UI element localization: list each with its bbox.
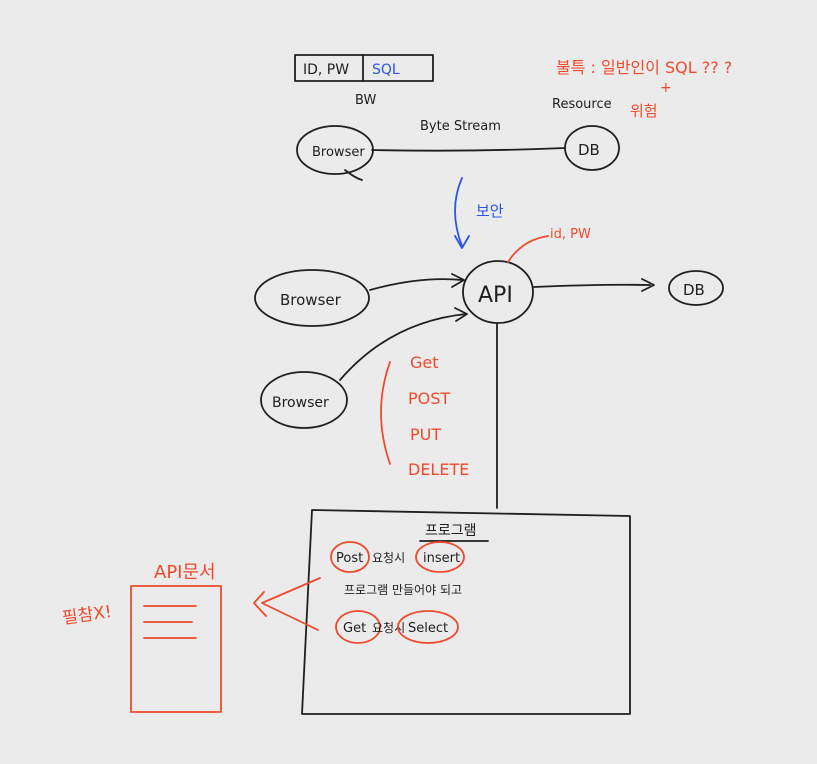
method-delete: DELETE [408, 460, 469, 479]
top-db-node [564, 125, 620, 171]
select-circle [397, 610, 459, 644]
program-title: 프로그램 [425, 523, 477, 539]
select-label: Select [408, 621, 448, 636]
doc-arrowhead [253, 591, 267, 617]
browser1-label: Browser [280, 291, 342, 309]
insert-circle [415, 541, 465, 573]
api-doc-side-note: 필참X! [61, 602, 113, 629]
byte-stream-label: Byte Stream [420, 119, 501, 134]
browser1-node [254, 269, 370, 327]
form-box: ID, PW SQL [294, 54, 434, 82]
method-put: PUT [410, 425, 441, 444]
method-post: POST [408, 389, 450, 408]
browser1-to-api-arrow [369, 278, 463, 291]
note-line1: 불특 : 일반인이 SQL ?? ? [556, 58, 732, 77]
security-arrow [454, 177, 463, 247]
api-to-db-arrow [533, 283, 651, 288]
security-arrowhead [454, 235, 470, 249]
browser1-arrowhead [451, 273, 465, 288]
doc-arrow-lines [261, 577, 321, 631]
api-to-db-arrowhead [641, 278, 655, 292]
browser2-node [260, 371, 348, 429]
mid-db-node [668, 270, 724, 306]
security-label: 보안 [476, 202, 504, 220]
program-box [301, 509, 631, 715]
id-pw-pointer [507, 235, 549, 263]
api-doc-page [130, 585, 222, 713]
form-sql: SQL [372, 62, 400, 78]
top-browser-tail [344, 169, 363, 181]
insert-label: insert [423, 551, 460, 566]
post-label: Post [336, 551, 363, 566]
post-request-label: 요청시 [372, 551, 405, 565]
methods-bracket [380, 361, 391, 465]
browser2-to-api-arrow [339, 313, 467, 381]
bw-label: BW [355, 93, 376, 108]
get-request-label: 요청시 [372, 621, 405, 635]
browser2-label: Browser [272, 395, 329, 411]
program-middle-line: 프로그램 만들어야 되고 [344, 583, 462, 597]
api-node [462, 260, 534, 324]
method-get: Get [410, 353, 439, 372]
note-plus: + [660, 80, 672, 96]
mid-db-label: DB [683, 281, 705, 299]
browser2-arrowhead [454, 307, 468, 322]
get-circle [335, 610, 381, 644]
top-db-label: DB [578, 141, 600, 159]
form-id-pw: ID, PW [303, 62, 349, 78]
api-doc-title: API문서 [154, 562, 216, 583]
id-pw-label: id, PW [550, 227, 591, 242]
api-label: API [478, 283, 513, 308]
post-circle [330, 541, 370, 573]
note-line2: 위험 [630, 102, 658, 120]
byte-stream-line [371, 147, 566, 152]
get-label: Get [343, 621, 366, 636]
resource-label: Resource [552, 97, 612, 112]
top-browser-label: Browser [312, 145, 365, 160]
form-box-outline [294, 54, 434, 82]
